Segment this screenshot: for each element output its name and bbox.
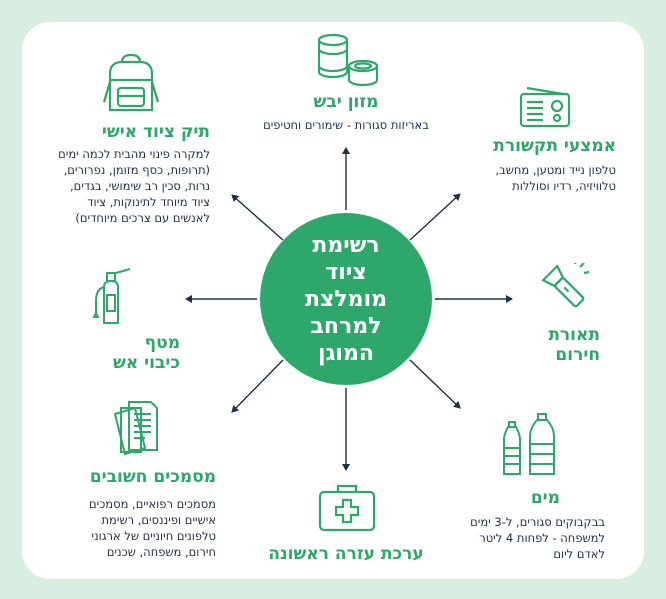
communication-desc-line: טלפון נייד ומטען, מחשב,	[495, 163, 616, 177]
documents-title: מסמכים חשובים	[89, 467, 216, 487]
first-aid-kit-icon	[318, 482, 376, 532]
bag-desc-line: (תרופות, כסף מזומן, נפרורים,	[63, 163, 210, 177]
documents-desc: מסמכים רפואיים, מסמכים אישיים ופיננסים, …	[56, 496, 216, 560]
water-desc-line: לאדם ליום	[553, 547, 605, 561]
documents-desc-line: אישיים ופיננסים, רשימת	[101, 513, 217, 527]
backpack-icon	[100, 52, 162, 114]
bag-title: תיק ציוד אישי	[101, 122, 210, 142]
communication-title: אמצעי תקשורת	[493, 136, 616, 156]
bag-desc: למקרה פינוי מהבית לכמה ימים (תרופות, כסף…	[30, 146, 210, 226]
center-circle: רשימת ציוד מומלצת למרחב המוגן	[260, 213, 432, 385]
extinguisher-title-line: מטף	[144, 333, 180, 353]
communication-desc: טלפון נייד ומטען, מחשב, טלוויזיה, רדיו ו…	[456, 162, 616, 194]
radio-icon	[519, 86, 571, 128]
extinguisher-title: מטף כיבוי אש	[60, 333, 180, 373]
arrow-up-right	[409, 193, 461, 241]
water-desc-line: למשפחה - לפחות 4 ליטר	[479, 531, 605, 545]
flashlight-title-line: חירום	[555, 345, 600, 365]
water-desc: בבקבוקים סגורים, ל-3 ימים למשפחה - לפחות…	[440, 514, 605, 562]
fire-extinguisher-icon	[90, 265, 140, 327]
arrow-down-left	[231, 359, 284, 413]
documents-icon	[111, 400, 161, 458]
bag-desc-line: לאנשים עם צרכים מיוחדים)	[75, 211, 210, 225]
bag-desc-line: למקרה פינוי מהבית לכמה ימים	[58, 147, 210, 161]
flashlight-title: תאורת חירום	[520, 325, 600, 365]
center-title: רשימת ציוד מומלצת למרחב המוגן	[304, 232, 388, 366]
communication-desc-line: טלוויזיה, רדיו וסוללות	[512, 179, 616, 193]
water-title: מים	[530, 488, 560, 508]
dry-food-title: מזון יבש	[313, 92, 379, 112]
bag-desc-line: ציוד מיוחד לתינוקות, ציוד	[87, 195, 210, 209]
first-aid-title: ערכת עזרה ראשונה	[268, 544, 424, 564]
documents-desc-line: טלפונים חיוניים של ארגוני	[91, 529, 216, 543]
documents-desc-line: חירום, משפחה, שכנים	[106, 545, 216, 559]
water-desc-line: בבקבוקים סגורים, ל-3 ימים	[470, 515, 605, 529]
arrow-up-left	[231, 194, 284, 241]
bag-desc-line: נרות, סכין רב שימושי, בגדים,	[69, 179, 210, 193]
water-bottles-icon	[500, 412, 560, 478]
arrow-down-right	[409, 359, 461, 409]
documents-desc-line: מסמכים רפואיים, מסמכים	[89, 497, 216, 511]
extinguisher-title-line: כיבוי אש	[112, 353, 180, 373]
dry-food-desc: באריזות סגורות - שימורים וחטיפים	[263, 118, 429, 132]
canned-food-icon	[315, 32, 381, 88]
flashlight-title-line: תאורת	[548, 325, 600, 345]
flashlight-icon	[540, 263, 590, 313]
